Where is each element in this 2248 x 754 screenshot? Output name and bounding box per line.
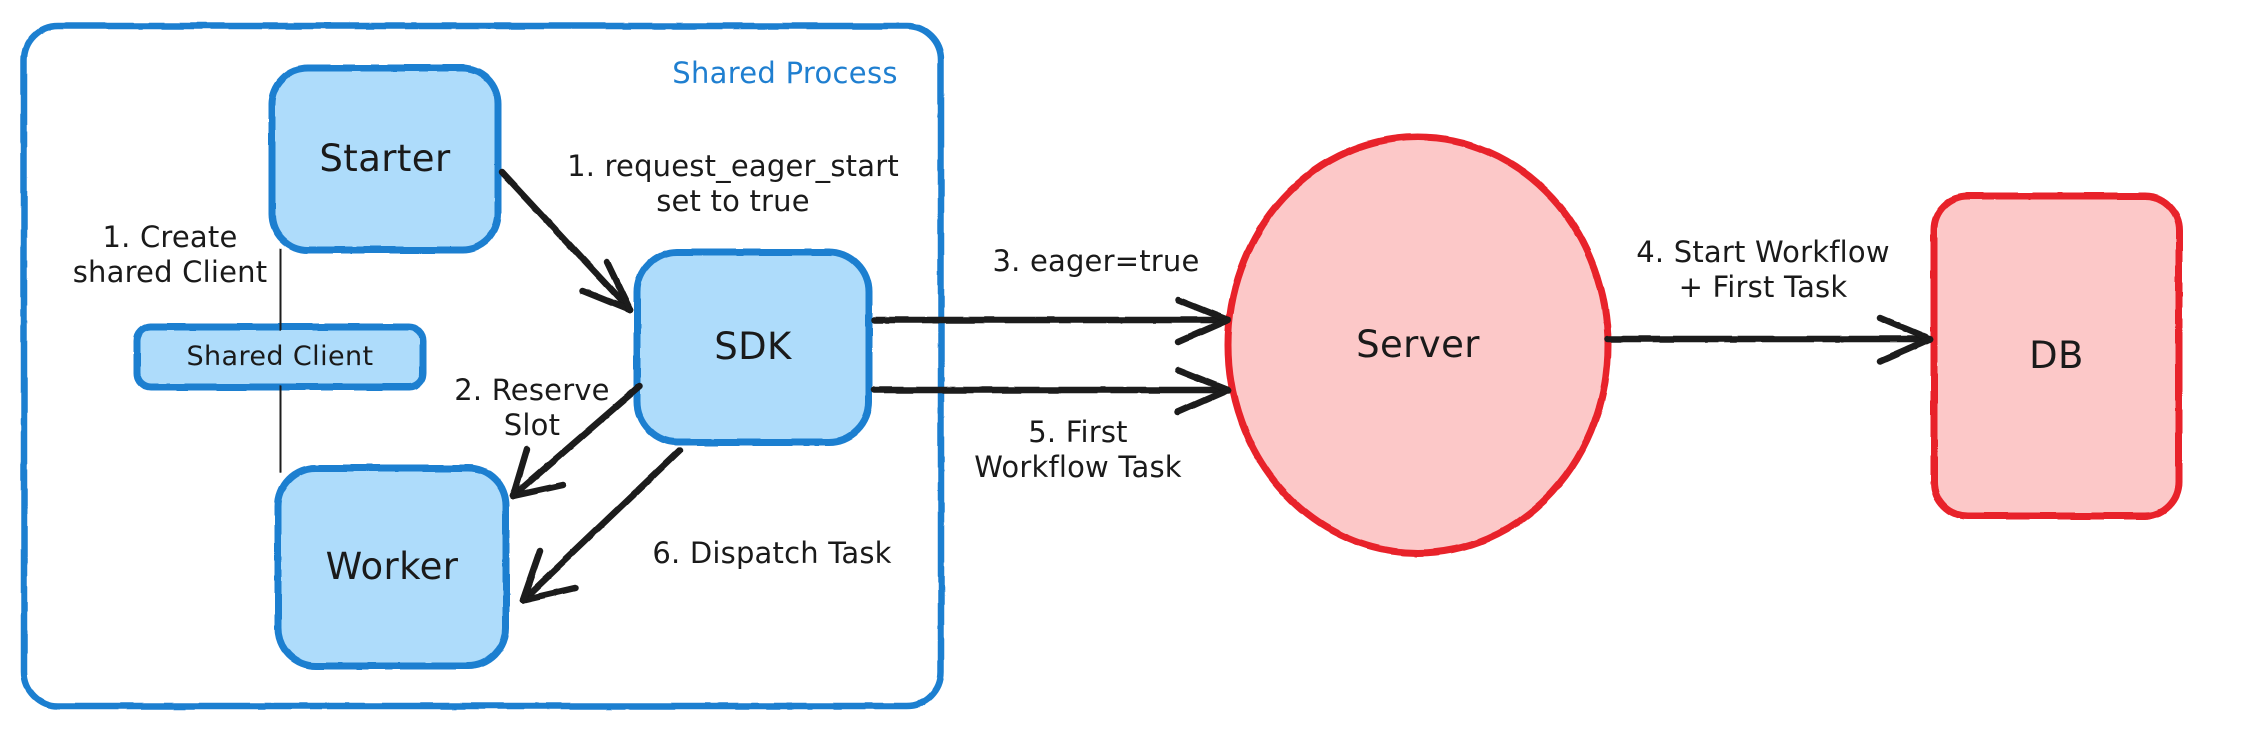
db-node[interactable]	[1930, 192, 2183, 520]
server-node[interactable]	[1224, 133, 1612, 557]
starter-node[interactable]	[268, 64, 502, 254]
edge-dispatch-task	[519, 446, 684, 604]
edge-eager-true	[870, 296, 1232, 346]
edge-create-shared-client	[277, 248, 284, 331]
shared-client-node[interactable]	[133, 323, 427, 391]
worker-node[interactable]	[274, 464, 510, 670]
shared-process-group	[20, 22, 945, 710]
sdk-node[interactable]	[633, 248, 873, 446]
edge-first-workflow-task	[870, 366, 1232, 416]
edge-start-workflow	[1604, 314, 1934, 365]
edge-reserve-slot	[509, 382, 644, 500]
edge-shared-client-worker	[277, 385, 284, 473]
edge-request-eager-start	[498, 168, 634, 314]
